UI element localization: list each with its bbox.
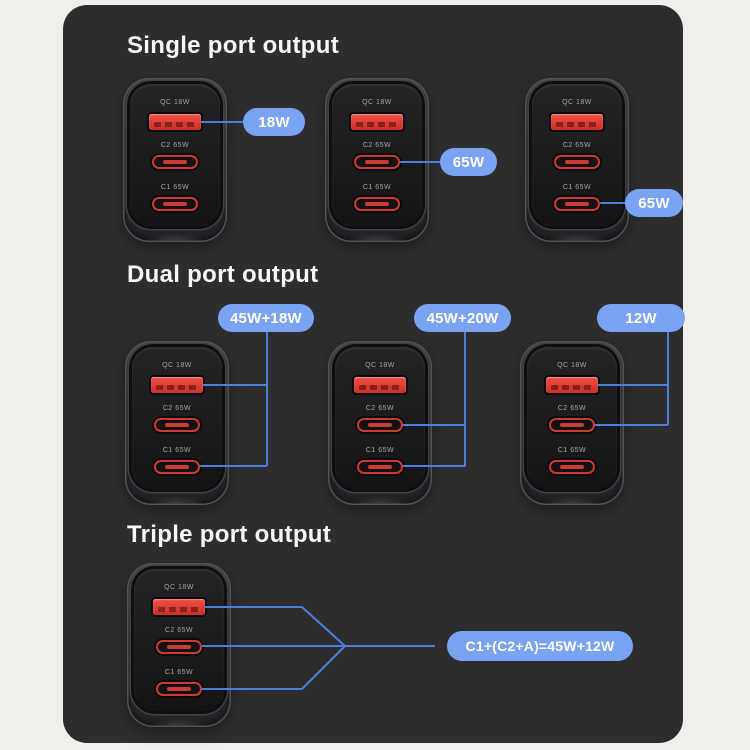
charger-base <box>133 228 217 241</box>
port-label-usb-c2: C2 65W <box>160 142 190 149</box>
usb-c1-port-icon <box>554 197 600 211</box>
charger-face: QC 18W C2 65W C1 65W <box>130 84 220 226</box>
port-label-usb-a: QC 18W <box>557 362 587 369</box>
usb-a-pins-icon <box>356 122 398 127</box>
usb-a-port-icon <box>153 599 205 615</box>
port-label-usb-c1: C1 65W <box>562 184 592 191</box>
usb-c1-port-icon <box>156 682 202 696</box>
charger-base <box>535 228 619 241</box>
charger-base <box>335 228 419 241</box>
port-label-usb-c2: C2 65W <box>365 405 395 412</box>
charger-face: QC 18W C2 65W C1 65W <box>132 347 222 489</box>
usb-c1-port-icon <box>549 460 595 474</box>
charger-face: QC 18W C2 65W C1 65W <box>335 347 425 489</box>
usb-a-pins-icon <box>551 385 593 390</box>
usb-c2-port-icon <box>357 418 403 432</box>
usb-c-pin-bar-icon <box>368 423 392 427</box>
usb-c-pin-bar-icon <box>163 160 187 164</box>
usb-c-pin-bar-icon <box>167 645 191 649</box>
usb-a-pins-icon <box>158 607 200 612</box>
charger-base <box>338 491 422 504</box>
port-label-usb-a: QC 18W <box>562 99 592 106</box>
charger-base <box>137 713 221 726</box>
usb-c-pin-bar-icon <box>560 465 584 469</box>
usb-c-pin-bar-icon <box>365 160 389 164</box>
charger-face: QC 18W C2 65W C1 65W <box>332 84 422 226</box>
callout-single-usb-c2: 65W <box>440 148 497 176</box>
callout-dual-a-plus-c2: 12W <box>597 304 685 332</box>
charger: QC 18W C2 65W C1 65W <box>525 78 629 242</box>
usb-c2-port-icon <box>156 640 202 654</box>
callout-dual-c2-plus-c1: 45W+20W <box>414 304 511 332</box>
usb-a-port-icon <box>151 377 203 393</box>
usb-c2-port-icon <box>549 418 595 432</box>
usb-a-port-icon <box>149 114 201 130</box>
usb-a-pins-icon <box>154 122 196 127</box>
section-title-dual-port: Dual port output <box>127 261 319 288</box>
port-label-usb-c2: C2 65W <box>362 142 392 149</box>
usb-c-pin-bar-icon <box>165 423 189 427</box>
usb-c-pin-bar-icon <box>365 202 389 206</box>
port-label-usb-a: QC 18W <box>164 584 194 591</box>
charger-face: QC 18W C2 65W C1 65W <box>527 347 617 489</box>
usb-c-pin-bar-icon <box>167 687 191 691</box>
usb-c2-port-icon <box>154 418 200 432</box>
port-label-usb-c1: C1 65W <box>164 669 194 676</box>
usb-c-pin-bar-icon <box>165 465 189 469</box>
usb-c2-port-icon <box>354 155 400 169</box>
callout-single-usb-c1: 65W <box>625 189 683 217</box>
port-label-usb-c2: C2 65W <box>162 405 192 412</box>
port-label-usb-a: QC 18W <box>160 99 190 106</box>
port-label-usb-a: QC 18W <box>365 362 395 369</box>
charger: QC 18W C2 65W C1 65W <box>127 563 231 727</box>
charger: QC 18W C2 65W C1 65W <box>520 341 624 505</box>
charger-base <box>135 491 219 504</box>
usb-c1-port-icon <box>152 197 198 211</box>
section-title-single-port: Single port output <box>127 32 340 59</box>
usb-c2-port-icon <box>152 155 198 169</box>
charger: QC 18W C2 65W C1 65W <box>325 78 429 242</box>
port-label-usb-c1: C1 65W <box>365 447 395 454</box>
callout-triple-output: C1+(C2+A)=45W+12W <box>447 631 633 661</box>
callout-single-usb-a: 18W <box>243 108 305 136</box>
usb-c-pin-bar-icon <box>368 465 392 469</box>
port-label-usb-c2: C2 65W <box>562 142 592 149</box>
usb-c-pin-bar-icon <box>565 160 589 164</box>
usb-a-port-icon <box>354 377 406 393</box>
usb-a-port-icon <box>546 377 598 393</box>
usb-c1-port-icon <box>357 460 403 474</box>
charger-face: QC 18W C2 65W C1 65W <box>532 84 622 226</box>
section-title-triple-port: Triple port output <box>127 521 332 548</box>
port-label-usb-a: QC 18W <box>162 362 192 369</box>
usb-c1-port-icon <box>354 197 400 211</box>
callout-dual-a-plus-c1: 45W+18W <box>218 304 314 332</box>
charger: QC 18W C2 65W C1 65W <box>125 341 229 505</box>
usb-a-pins-icon <box>156 385 198 390</box>
usb-c-pin-bar-icon <box>163 202 187 206</box>
charger: QC 18W C2 65W C1 65W <box>328 341 432 505</box>
usb-c2-port-icon <box>554 155 600 169</box>
usb-a-port-icon <box>351 114 403 130</box>
usb-a-pins-icon <box>359 385 401 390</box>
usb-a-port-icon <box>551 114 603 130</box>
port-label-usb-a: QC 18W <box>362 99 392 106</box>
usb-c-pin-bar-icon <box>560 423 584 427</box>
port-label-usb-c1: C1 65W <box>557 447 587 454</box>
port-label-usb-c1: C1 65W <box>162 447 192 454</box>
charger-face: QC 18W C2 65W C1 65W <box>134 569 224 711</box>
usb-c1-port-icon <box>154 460 200 474</box>
port-label-usb-c2: C2 65W <box>164 627 194 634</box>
port-label-usb-c1: C1 65W <box>160 184 190 191</box>
port-label-usb-c2: C2 65W <box>557 405 587 412</box>
charger: QC 18W C2 65W C1 65W <box>123 78 227 242</box>
usb-c-pin-bar-icon <box>565 202 589 206</box>
port-label-usb-c1: C1 65W <box>362 184 392 191</box>
charger-base <box>530 491 614 504</box>
usb-a-pins-icon <box>556 122 598 127</box>
